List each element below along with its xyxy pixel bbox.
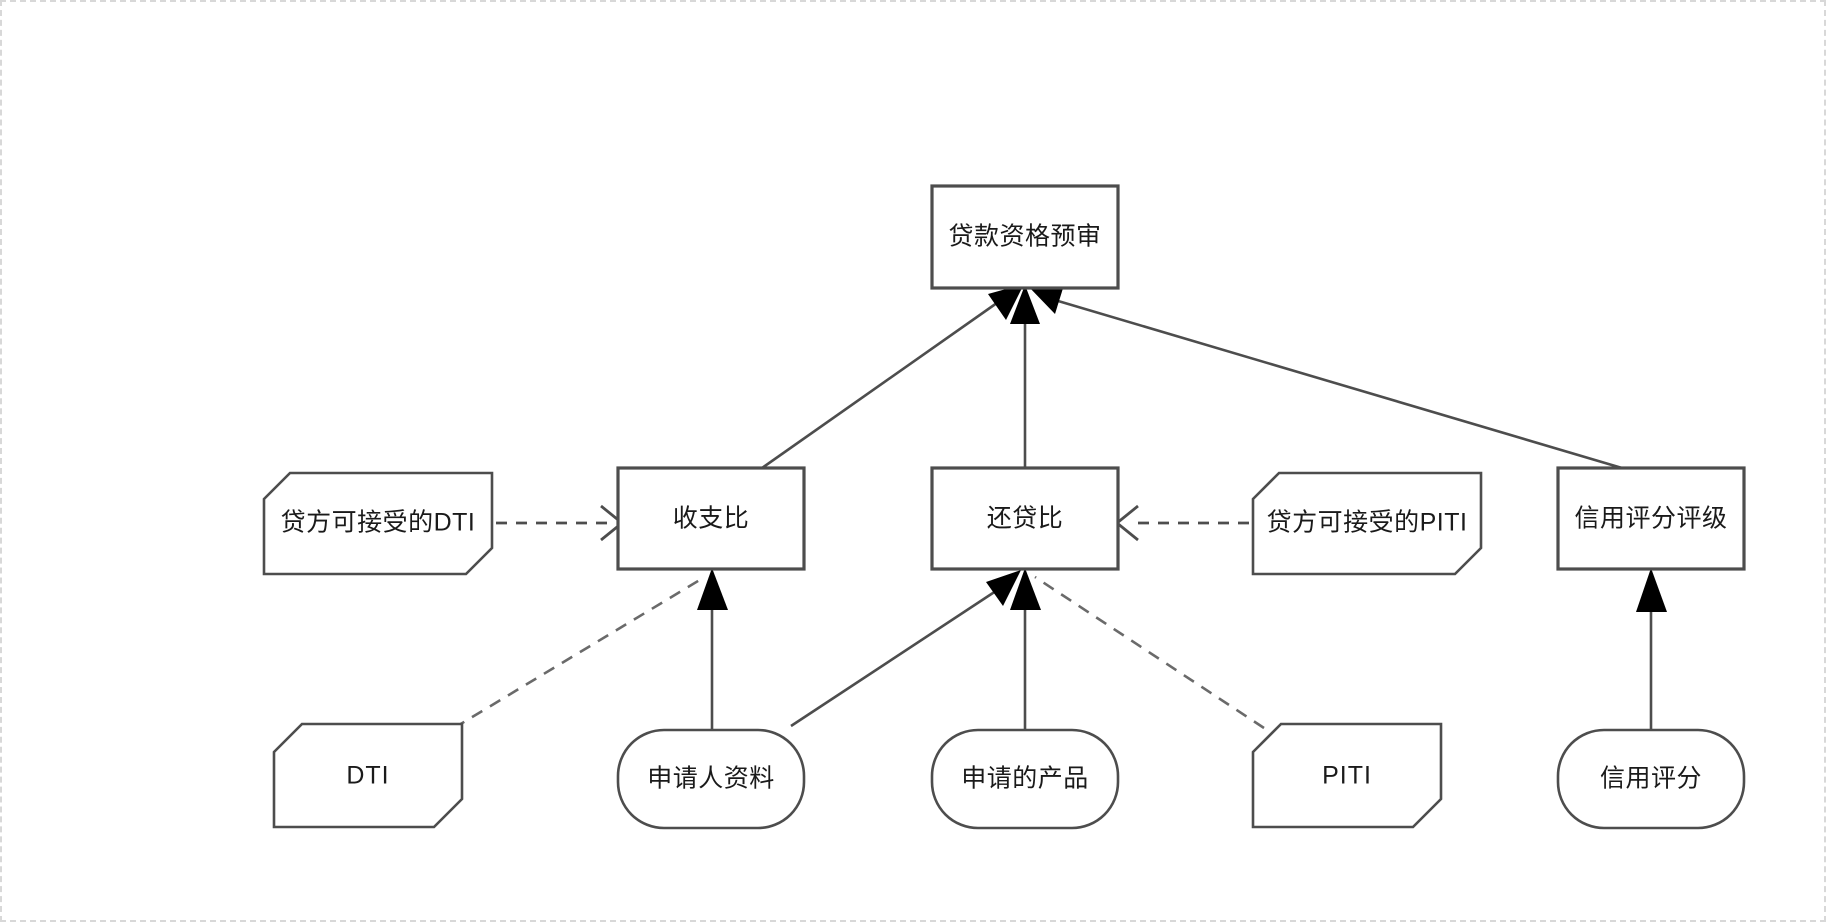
node-label-income-expense-ratio: 收支比 [673,505,750,533]
node-label-credit-score-rating: 信用评分评级 [1574,505,1727,533]
node-credit-score-rating[interactable]: 信用评分评级 [1556,466,1746,571]
edge-credit-score-to-rating[interactable] [1636,568,1667,730]
edge-lender-piti-to-repayment[interactable] [1114,504,1249,542]
node-credit-score[interactable]: 信用评分 [1556,728,1746,830]
node-repayment-ratio[interactable]: 还贷比 [930,466,1120,571]
edge-applicant-to-repayment[interactable] [790,570,1021,728]
node-layer: 贷款资格预审 贷方可接受的DTI 收支比 还贷比 贷方可接受的PITI [262,184,1746,830]
node-label-repayment-ratio: 还贷比 [987,505,1064,533]
edge-product-to-repayment[interactable] [1010,568,1041,730]
node-lender-acceptable-dti[interactable]: 贷方可接受的DTI [262,471,494,576]
node-dti[interactable]: DTI [272,722,464,829]
node-label-applicant-profile: 申请人资料 [647,765,775,793]
node-label-loan-eligibility-prescreen: 贷款资格预审 [948,223,1101,251]
node-applied-product[interactable]: 申请的产品 [930,728,1120,830]
edge-lender-dti-to-income-expense[interactable] [496,504,625,542]
node-label-piti: PITI [1322,762,1372,790]
node-label-dti: DTI [346,762,389,790]
node-label-applied-product: 申请的产品 [961,765,1089,793]
node-label-credit-score: 信用评分 [1600,765,1702,793]
edge-dti-to-income-expense[interactable] [453,576,704,730]
edge-piti-to-repayment[interactable] [1034,575,1265,730]
node-label-lender-acceptable-piti: 贷方可接受的PITI [1267,509,1468,537]
node-lender-acceptable-piti[interactable]: 贷方可接受的PITI [1251,471,1483,576]
edge-repayment-to-prescreen[interactable] [1010,285,1040,468]
edge-income-expense-to-prescreen[interactable] [761,284,1024,470]
node-piti[interactable]: PITI [1251,722,1443,829]
edge-credit-rating-to-prescreen[interactable] [1028,285,1623,470]
edge-applicant-to-income-expense[interactable] [697,568,728,730]
node-loan-eligibility-prescreen[interactable]: 贷款资格预审 [930,184,1120,290]
node-income-expense-ratio[interactable]: 收支比 [616,466,806,571]
node-applicant-profile[interactable]: 申请人资料 [616,728,806,830]
edge-layer [453,284,1667,730]
node-label-lender-acceptable-dti: 贷方可接受的DTI [281,509,476,537]
